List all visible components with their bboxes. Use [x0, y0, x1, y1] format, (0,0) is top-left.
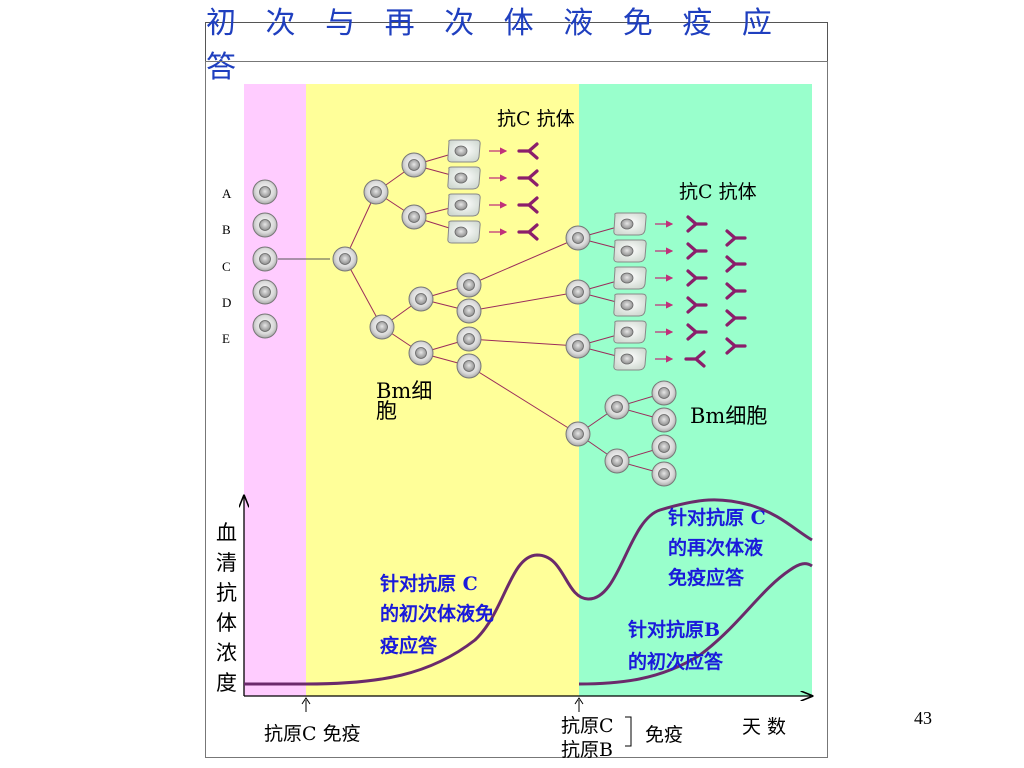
- bm-cell-label-right: Bm细胞: [690, 404, 767, 428]
- plasma-cell: [447, 193, 481, 217]
- immunize-label: 免疫: [645, 724, 683, 746]
- antigen-b-label: 抗原B: [561, 739, 613, 761]
- memory-cell: [565, 225, 591, 251]
- annotation-text: 针对抗原 C: [668, 506, 766, 529]
- pink-band: [244, 84, 306, 696]
- plasma-cell: [447, 166, 481, 190]
- plasma-cell: [613, 347, 647, 371]
- plasma-cell: [447, 139, 481, 163]
- y-axis-label: 度: [216, 671, 237, 695]
- memory-cell: [456, 272, 482, 298]
- y-axis-label: 体: [216, 611, 237, 635]
- y-axis-label: 抗: [216, 581, 237, 605]
- b-cell: [369, 314, 395, 340]
- y-axis-label: 浓: [216, 641, 237, 665]
- memory-cell: [565, 333, 591, 359]
- primary-b-curve: [578, 562, 813, 686]
- annotation-text: 针对抗原 C: [380, 572, 478, 595]
- b-cell: [401, 204, 427, 230]
- clone-letter: E: [222, 331, 230, 346]
- memory-cell: [565, 279, 591, 305]
- secondary-c-annotation: 针对抗原 C 的再次体液 免疫应答: [668, 506, 766, 589]
- primary-b-annotation: 针对抗原B 的初次应答: [628, 618, 724, 673]
- plasma-cell: [613, 320, 647, 344]
- memory-cell: [456, 298, 482, 324]
- b-cell-d: [252, 279, 278, 305]
- plasma-cell: [613, 212, 647, 236]
- title-box: 初 次 与 再 次 体 液 免 疫 应 答: [205, 6, 828, 85]
- annotation-text: 免疫应答: [668, 566, 745, 589]
- yellow-band: [306, 84, 579, 696]
- memory-cell: [565, 421, 591, 447]
- memory-cell: [651, 380, 677, 406]
- b-cell: [363, 179, 389, 205]
- clone-letter: D: [222, 295, 231, 310]
- memory-cell: [456, 326, 482, 352]
- antigen-c-second-label: 抗原C: [561, 715, 614, 737]
- annotation-text: 的初次体液免: [380, 602, 494, 625]
- memory-cell: [604, 448, 630, 474]
- bracket: [625, 716, 632, 747]
- memory-cell: [604, 394, 630, 420]
- antigen-c-immunize-label: 抗原C 免疫: [264, 723, 361, 745]
- plasma-cell: [613, 239, 647, 263]
- b-cell: [408, 286, 434, 312]
- annotation-text: 针对抗原B: [628, 618, 720, 641]
- slide-title: 初 次 与 再 次 体 液 免 疫 应 答: [206, 6, 782, 85]
- antibody-label-top: 抗C 抗体: [497, 108, 575, 130]
- green-band: [579, 84, 812, 696]
- clone-letter: B: [222, 222, 231, 237]
- bm-cell-label-left-2: 胞: [376, 399, 397, 423]
- x-axis-label: 天 数: [742, 716, 786, 738]
- antibody-label-right: 抗C 抗体: [679, 181, 757, 203]
- b-cell-c: [252, 246, 278, 272]
- memory-cell: [651, 434, 677, 460]
- plasma-cell: [613, 266, 647, 290]
- primary-c-curve: [244, 498, 813, 686]
- y-axis-label: 血: [216, 521, 237, 545]
- diagram-frame: [205, 61, 828, 758]
- clone-letter: C: [222, 259, 231, 274]
- plasma-cell: [613, 293, 647, 317]
- annotation-text: 的再次体液: [668, 536, 764, 559]
- primary-c-annotation: 针对抗原 C 的初次体液免 疫应答: [380, 572, 494, 657]
- bm-cell-label-left: Bm细: [376, 379, 432, 403]
- secretion-arrows-primary: [489, 147, 508, 236]
- annotation-text: 的初次应答: [628, 650, 724, 673]
- y-axis-label: 清: [216, 551, 237, 575]
- b-cell-e: [252, 313, 278, 339]
- b-cell: [401, 152, 427, 178]
- b-cell: [408, 340, 434, 366]
- annotation-text: 疫应答: [380, 634, 438, 657]
- memory-cell: [651, 461, 677, 487]
- plasma-cell: [447, 220, 481, 244]
- b-cell: [332, 246, 358, 272]
- secretion-arrows-secondary: [655, 220, 674, 363]
- clone-letter: A: [222, 186, 232, 201]
- memory-cell: [651, 407, 677, 433]
- slide-number: 43: [914, 708, 932, 728]
- b-cell-a: [252, 179, 278, 205]
- b-cell-b: [252, 212, 278, 238]
- memory-cell: [456, 353, 482, 379]
